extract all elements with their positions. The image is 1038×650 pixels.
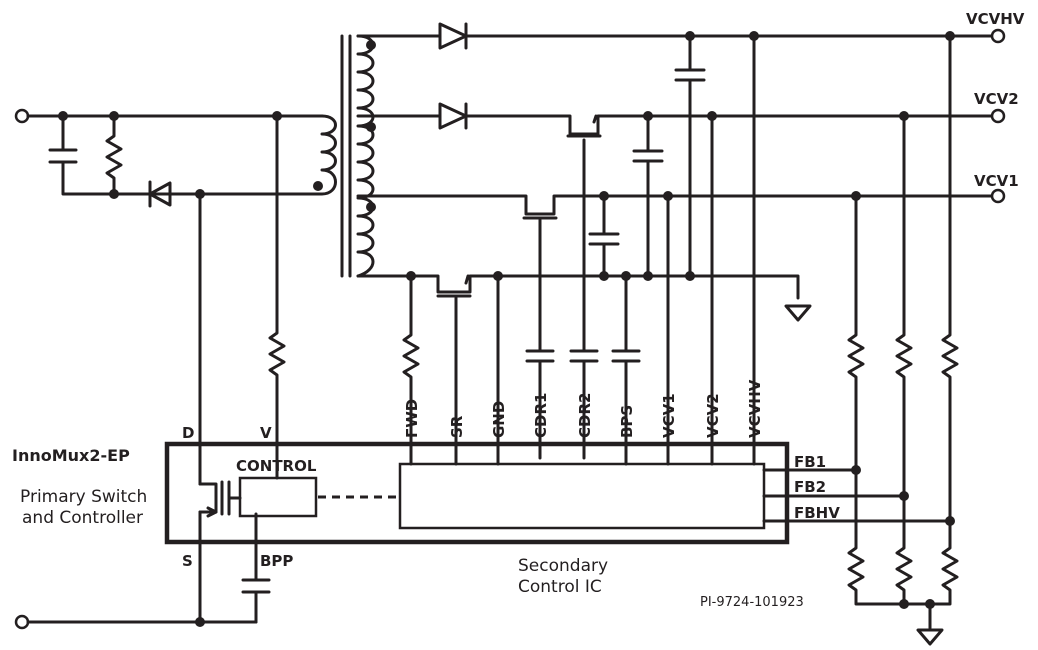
pin-label-gnd: GND [490, 401, 508, 438]
clamp-diode [148, 181, 172, 207]
input-terminal-top [14, 108, 30, 124]
pin-label-s: S [182, 552, 193, 570]
output-terminal-vcv1 [990, 188, 1006, 204]
pin-label-sr: SR [448, 415, 466, 438]
device-name: InnoMux2-EP [12, 446, 130, 465]
secondary-control-block [398, 462, 766, 530]
output-label-vcvhv: VCVHV [966, 10, 1025, 28]
output-label-vcv2: VCV2 [974, 90, 1019, 108]
pin-label-vcv1: VCV1 [660, 393, 678, 438]
ic-package [164, 441, 790, 545]
secondary-ic-caption-line2: Control IC [518, 577, 602, 597]
transformer-core [340, 34, 352, 278]
pin-label-fb2: FB2 [794, 478, 826, 496]
control-block [238, 476, 318, 518]
secondary-windings [356, 34, 376, 278]
pin-label-fwd: FWD [403, 399, 421, 438]
winding-dot-2 [366, 122, 376, 132]
ground-symbol-feedback [916, 628, 944, 646]
output-terminals [990, 28, 1006, 204]
secondary-ic-caption-line1: Secondary [518, 556, 608, 576]
pin-label-fb1: FB1 [794, 453, 826, 471]
primary-dots [58, 111, 323, 627]
v-pin-resistor [268, 114, 286, 452]
input-terminals [14, 108, 30, 630]
output-label-vcv1: VCV1 [974, 172, 1019, 190]
pin-label-bpp: BPP [260, 552, 293, 570]
winding-dot-hv [366, 40, 376, 50]
secondary-dots [406, 31, 955, 609]
pin-label-bps: BPS [618, 405, 636, 438]
winding-dot-1 [366, 202, 376, 212]
diode-hv [438, 22, 468, 50]
secondary-wiring [356, 22, 994, 646]
device-description-line1: Primary Switch [20, 487, 147, 507]
primary-winding [198, 114, 337, 196]
pin-label-cdr1: CDR1 [532, 393, 550, 438]
pin-label-vcvhv: VCVHV [746, 379, 764, 438]
package-outline [164, 441, 790, 545]
output-terminal-vcvhv [990, 28, 1006, 44]
output-terminal-vcv2 [990, 108, 1006, 124]
part-reference: PI-9724-101923 [700, 595, 804, 610]
device-description-line2: and Controller [22, 508, 143, 528]
pin-label-cdr2: CDR2 [576, 393, 594, 438]
diode-2 [438, 102, 468, 130]
control-block-label: CONTROL [236, 457, 317, 475]
bpp-capacitor [241, 578, 271, 594]
pin-label-fbhv: FBHV [794, 504, 840, 522]
pin-label-d: D [182, 424, 194, 442]
primary-wiring [26, 114, 337, 624]
pin-label-v: V [260, 424, 272, 442]
primary-polarity-dot [313, 181, 323, 191]
clamp-resistor [105, 114, 123, 196]
input-terminal-bottom [14, 614, 30, 630]
clamp-capacitor [48, 148, 78, 164]
pin-label-vcv2: VCV2 [704, 393, 722, 438]
ground-symbol-secondary [784, 304, 812, 322]
